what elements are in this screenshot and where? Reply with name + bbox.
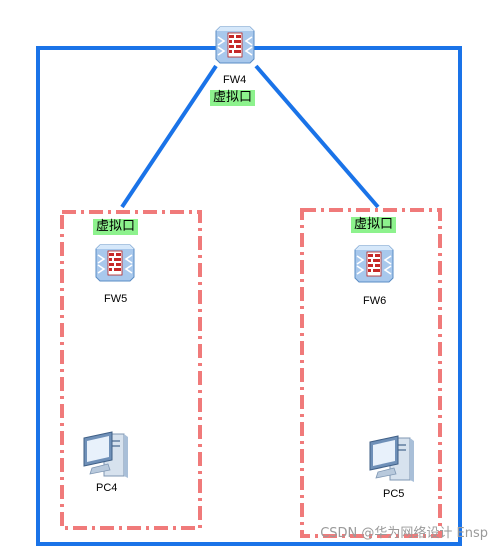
fw6-firewall-icon[interactable] xyxy=(354,245,394,283)
pc5-label: PC5 xyxy=(383,488,405,500)
fw5-firewall-icon[interactable] xyxy=(95,244,135,282)
pc4-pc-icon[interactable] xyxy=(83,431,129,479)
link-fw4-fw5 xyxy=(120,64,218,209)
virtual-system-box-right xyxy=(300,208,442,538)
fw5-label: FW5 xyxy=(104,293,128,305)
fw4-label: FW4 xyxy=(223,74,247,86)
fw6-virtual-port-label: 虚拟口 xyxy=(351,217,397,233)
fw6-label: FW6 xyxy=(363,295,387,307)
virtual-system-box-left xyxy=(60,210,202,530)
pc5-pc-icon[interactable] xyxy=(369,435,415,483)
pc4-label: PC4 xyxy=(96,482,118,494)
watermark: CSDN @华为网络设计 Ensp xyxy=(320,526,488,541)
fw4-firewall-icon[interactable] xyxy=(215,26,255,64)
link-fw4-fw6 xyxy=(254,64,380,209)
fw5-virtual-port-label: 虚拟口 xyxy=(93,219,139,235)
fw4-virtual-port-label: 虚拟口 xyxy=(210,90,256,106)
